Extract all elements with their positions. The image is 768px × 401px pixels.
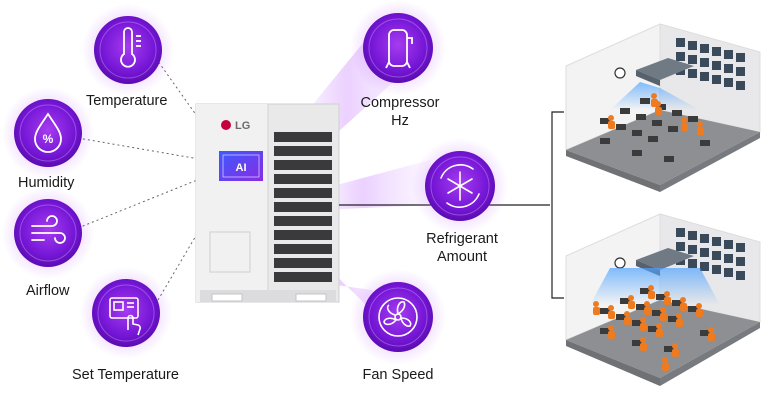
fan-icon: [378, 297, 418, 337]
sensor-airflow: [2, 187, 94, 279]
label-refrigerant: Refrigerant Amount: [412, 230, 512, 266]
ai-chip-label: AI: [236, 162, 247, 174]
students-bottom: [593, 285, 715, 371]
label-compressor-line2: Hz: [391, 113, 409, 129]
ai-chip: [219, 151, 263, 181]
label-airflow: Airflow: [26, 283, 70, 299]
output-refrigerant: [412, 138, 508, 234]
output-compressor: [350, 0, 446, 96]
lg-logo-mark: [221, 120, 231, 130]
label-compressor: Compressor Hz: [350, 94, 450, 130]
refrigerant-snowflake-icon: [440, 164, 480, 208]
sensor-set-temperature: [80, 267, 172, 359]
label-compressor-line1: Compressor: [360, 95, 440, 111]
label-fan-speed: Fan Speed: [362, 367, 434, 383]
output-fan-speed: [350, 269, 446, 365]
airflow-wind-icon: [31, 215, 66, 244]
thermometer-icon: [120, 27, 141, 68]
grille: [274, 132, 332, 282]
room-bottom: [565, 213, 761, 386]
label-refrigerant-line1: Refrigerant: [426, 231, 498, 247]
sensor-humidity: %: [2, 87, 94, 179]
thermostat-touch-icon: [109, 297, 141, 336]
students-top: [600, 93, 710, 162]
svg-text:%: %: [43, 132, 54, 146]
room-top: [565, 23, 761, 192]
compressor-icon: [385, 29, 413, 69]
label-refrigerant-line2: Amount: [437, 249, 487, 265]
humidity-percent-icon: %: [34, 112, 62, 153]
label-humidity: Humidity: [18, 175, 75, 191]
lg-brand: LG: [235, 120, 250, 132]
label-temperature: Temperature: [86, 93, 168, 109]
sensor-temperature: [82, 4, 174, 96]
label-set-temperature: Set Temperature: [72, 367, 179, 383]
outdoor-unit: LG AI: [195, 103, 340, 303]
